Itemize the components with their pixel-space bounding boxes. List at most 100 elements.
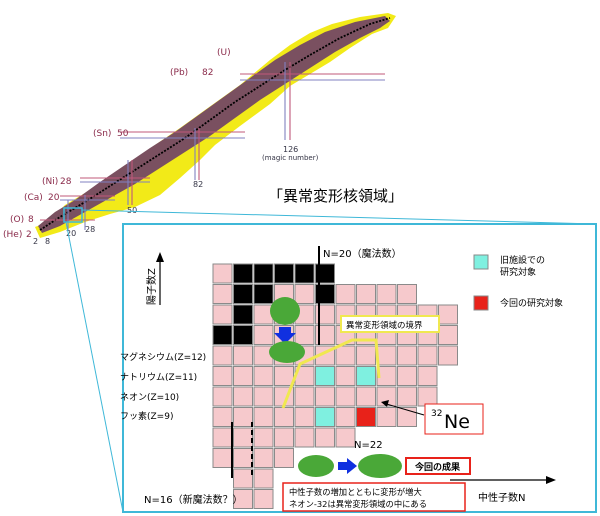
n16-label: N=16（新魔法数？） bbox=[144, 493, 243, 506]
result-box bbox=[405, 457, 471, 475]
nuclide-cell bbox=[253, 407, 274, 427]
nuclide-cell bbox=[233, 407, 253, 427]
boundary-label-box bbox=[340, 315, 440, 333]
legend-old-line1: 旧施設での bbox=[500, 254, 545, 266]
nuclide-cell bbox=[233, 427, 253, 448]
nuclide-cell bbox=[356, 284, 376, 304]
label-o: (O) bbox=[10, 215, 24, 225]
nuclide-cell bbox=[315, 325, 335, 345]
n-axis-label: 中性子数N bbox=[478, 491, 525, 504]
n-axis-head bbox=[546, 476, 556, 484]
nuclide-cell bbox=[315, 304, 335, 325]
nuclide-cell bbox=[233, 304, 253, 325]
nuclide-cell bbox=[397, 366, 417, 386]
note-line2: ネオン-32は異常変形領域の中にある bbox=[289, 499, 427, 509]
label-sn: (Sn) bbox=[93, 129, 111, 139]
nuclide-cell bbox=[212, 284, 233, 304]
z-2: 2 bbox=[26, 230, 32, 240]
nuclide-cell bbox=[212, 263, 233, 284]
nuclide-cell bbox=[397, 345, 417, 366]
nuclide-cell bbox=[253, 468, 274, 489]
n-126: 126 bbox=[283, 145, 298, 154]
nuclide-cell bbox=[438, 304, 458, 325]
legend-old-swatch bbox=[473, 254, 489, 270]
nuclide-cell bbox=[253, 448, 274, 468]
nuclide-cell bbox=[212, 427, 233, 448]
n22-label: N=22 bbox=[354, 440, 383, 451]
nuclide-cell bbox=[253, 366, 274, 386]
nuclide-cell bbox=[274, 263, 294, 284]
label-ca: (Ca) bbox=[24, 193, 43, 203]
nuclide-cell bbox=[315, 366, 335, 386]
n-8: 8 bbox=[45, 237, 50, 246]
note-line1: 中性子数の増加とともに変形が増大 bbox=[289, 487, 422, 497]
nuclide-cell bbox=[233, 448, 253, 468]
note-box bbox=[282, 482, 466, 512]
nuclide-cell bbox=[397, 284, 417, 304]
nuclide-cell bbox=[274, 427, 294, 448]
nuclide-cell bbox=[274, 448, 294, 468]
nuclide-cell bbox=[335, 345, 356, 366]
nuclide-cell bbox=[335, 386, 356, 407]
row-label-f: フッ素(Z=9) bbox=[120, 410, 173, 422]
down-arrow-icon bbox=[274, 327, 296, 344]
nucleus-shape-2 bbox=[269, 341, 305, 363]
z-20: 20 bbox=[48, 193, 60, 203]
nuclide-cell bbox=[417, 345, 438, 366]
nucleus-shape-3 bbox=[298, 455, 334, 477]
n-82: 82 bbox=[193, 180, 203, 189]
result-label: 今回の成果 bbox=[414, 461, 461, 473]
z-82: 82 bbox=[202, 68, 213, 78]
boundary-label: 異常変形領域の境界 bbox=[346, 320, 423, 331]
nuclide-cell bbox=[438, 325, 458, 345]
magic-lines bbox=[40, 62, 385, 230]
label-he: (He) bbox=[3, 230, 22, 240]
nuclide-cell bbox=[233, 489, 253, 509]
nuclide-cell bbox=[253, 284, 274, 304]
nuclide-cell bbox=[233, 345, 253, 366]
right-arrow-icon bbox=[338, 458, 357, 474]
nuclide-cell bbox=[356, 386, 376, 407]
row-label-mg: マグネシウム(Z=12) bbox=[120, 351, 206, 363]
legend-old-line2: 研究対象 bbox=[500, 266, 536, 278]
ne32-symbol: Ne bbox=[444, 411, 470, 433]
ne32-mass: 32 bbox=[431, 409, 442, 419]
label-u: (U) bbox=[217, 48, 231, 58]
nuclide-cell bbox=[233, 366, 253, 386]
nuclide-cell bbox=[294, 325, 315, 345]
nuclide-cell bbox=[253, 263, 274, 284]
title: 「異常変形核領域」 bbox=[268, 187, 403, 205]
nuclide-cell bbox=[315, 427, 335, 448]
row-label-ne: ネオン(Z=10) bbox=[120, 392, 179, 403]
nuclide-cell bbox=[376, 284, 397, 304]
n-28: 28 bbox=[85, 225, 95, 234]
nuclide-cell bbox=[233, 263, 253, 284]
nuclide-cell bbox=[294, 386, 315, 407]
nuclide-cell bbox=[274, 366, 294, 386]
nuclide-cell bbox=[294, 263, 315, 284]
legend-new-swatch bbox=[473, 295, 489, 311]
legend-new-label: 今回の研究対象 bbox=[500, 297, 563, 309]
nuclide-cell bbox=[212, 304, 233, 325]
nuclide-cell bbox=[356, 345, 376, 366]
nuclide-cell bbox=[233, 468, 253, 489]
zoom-source-box bbox=[63, 207, 83, 223]
ne32-box bbox=[424, 403, 484, 435]
label-pb: (Pb) bbox=[170, 68, 188, 78]
nuclide-cell bbox=[253, 427, 274, 448]
magic-number-label: (magic number) bbox=[262, 154, 319, 162]
n20-label: N=20（魔法数） bbox=[323, 247, 402, 260]
nuclide-cell bbox=[397, 407, 417, 427]
nuclide-cell bbox=[233, 386, 253, 407]
nuclear-chart: (U) (Pb) (Sn) (Ni) (Ca) (O) (He) 82 50 2… bbox=[3, 13, 396, 246]
nuclide-cell bbox=[417, 366, 438, 386]
nuclide-cell bbox=[356, 407, 376, 427]
z-50: 50 bbox=[117, 129, 129, 139]
nuclide-cell bbox=[335, 366, 356, 386]
nuclide-cell bbox=[274, 407, 294, 427]
nuclide-cell bbox=[438, 345, 458, 366]
z-axis-head bbox=[156, 252, 164, 262]
zoom-line-left bbox=[65, 221, 124, 513]
nuclide-cell bbox=[233, 325, 253, 345]
nuclide-cell bbox=[212, 448, 233, 468]
